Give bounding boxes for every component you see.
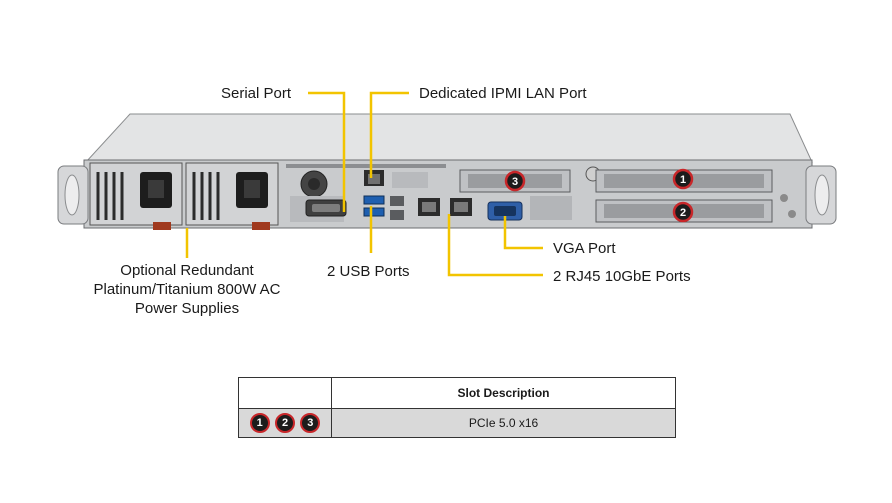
ipmi-lan-port bbox=[364, 170, 384, 186]
rj45-10gbe-ports bbox=[418, 198, 472, 216]
misc-io bbox=[390, 172, 428, 220]
slot-badge-3: 3 bbox=[300, 413, 321, 433]
slot-marker-3: 3 bbox=[504, 170, 526, 192]
slot-description-table: Slot Description 1 2 3 PCIe 5.0 x16 bbox=[238, 377, 676, 438]
chassis-top-cover bbox=[84, 113, 813, 163]
vga-leader bbox=[503, 216, 543, 250]
slot-marker-3-label: 3 bbox=[512, 176, 518, 188]
vga-port-label: VGA Port bbox=[553, 240, 616, 257]
usb-ports-label: 2 USB Ports bbox=[327, 263, 410, 280]
right-rack-ear bbox=[805, 165, 837, 225]
vent-grille bbox=[286, 164, 446, 168]
power-supply-1 bbox=[89, 162, 183, 226]
power-supplies-label: Optional Redundant Platinum/Titanium 800… bbox=[72, 261, 302, 318]
rear-screws bbox=[780, 194, 796, 218]
left-rack-ear bbox=[57, 165, 89, 225]
rj45-leader bbox=[447, 214, 543, 277]
header-slot-cell bbox=[238, 377, 332, 409]
rj45-ports-label: 2 RJ45 10GbE Ports bbox=[553, 268, 691, 285]
ipmi-lan-port-label: Dedicated IPMI LAN Port bbox=[419, 85, 587, 102]
slot-marker-2-label: 2 bbox=[680, 207, 686, 219]
slot-marker-1: 1 bbox=[672, 168, 694, 190]
serial-port-label: Serial Port bbox=[221, 85, 292, 102]
psu-2-handle bbox=[252, 222, 270, 230]
psu-label-line-3: Power Supplies bbox=[134, 300, 240, 317]
slot-badges-cell: 1 2 3 bbox=[238, 408, 332, 438]
table-row: 1 2 3 PCIe 5.0 x16 bbox=[238, 408, 676, 438]
power-supply-2 bbox=[185, 162, 279, 226]
ipmi-port-leader bbox=[369, 91, 409, 178]
serial-port bbox=[305, 199, 347, 217]
io-vent-small bbox=[530, 196, 572, 220]
slot-badge-2: 2 bbox=[275, 413, 295, 433]
slot-description-cell: PCIe 5.0 x16 bbox=[331, 408, 676, 438]
serial-port-leader bbox=[308, 91, 346, 212]
header-description-cell: Slot Description bbox=[331, 377, 676, 409]
table-header-row: Slot Description bbox=[238, 377, 676, 409]
psu-label-line-2: Platinum/Titanium 800W AC bbox=[93, 281, 281, 298]
psu-label-line-1: Optional Redundant bbox=[120, 262, 254, 279]
slot-badge-1: 1 bbox=[249, 413, 270, 433]
usb-ports bbox=[363, 195, 385, 217]
leader-lines bbox=[185, 91, 543, 277]
slot-marker-2: 2 bbox=[672, 201, 694, 223]
slot-marker-1-label: 1 bbox=[680, 174, 686, 186]
psu-1-handle bbox=[153, 222, 171, 230]
